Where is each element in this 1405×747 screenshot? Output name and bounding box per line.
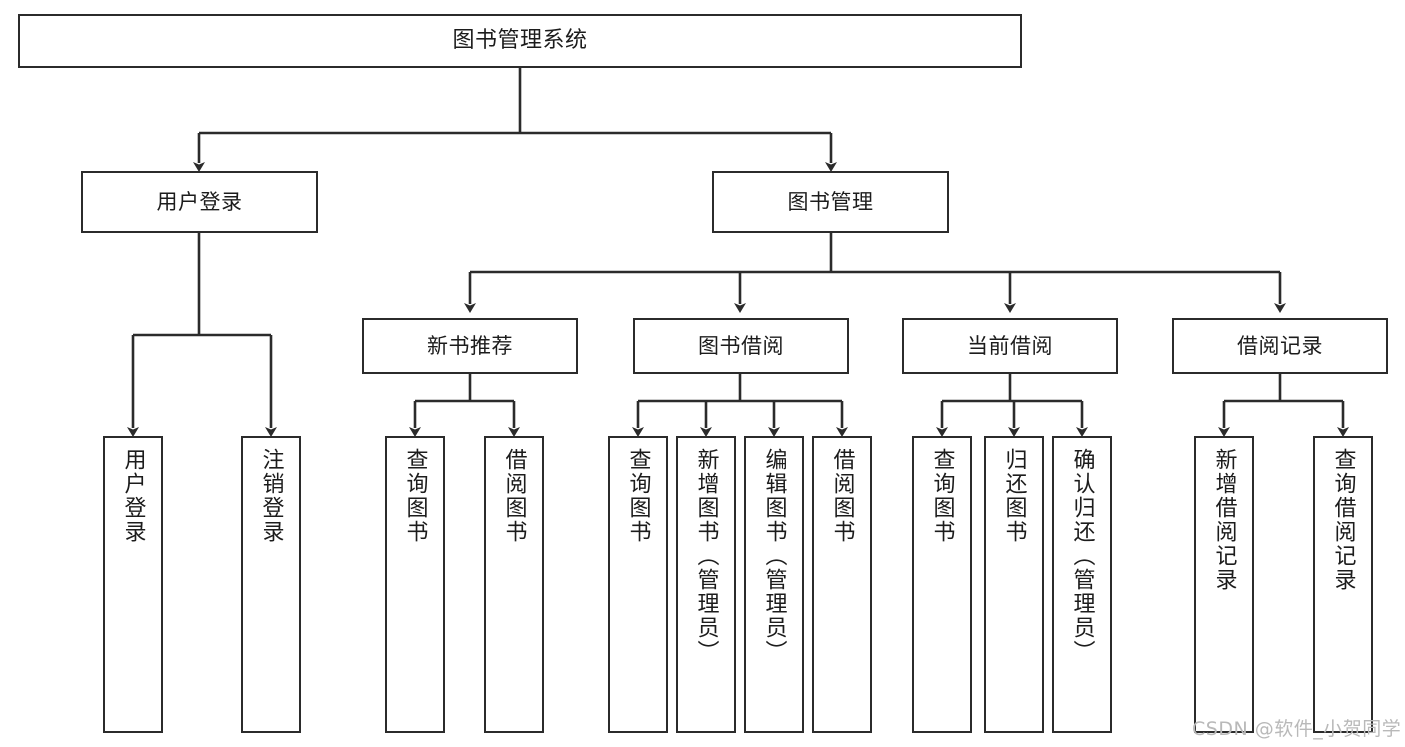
leaf-borrow-add-book[interactable]: 新增图书（管理员） bbox=[676, 436, 736, 733]
leaf-records-add-record[interactable]: 新增借阅记录 bbox=[1194, 436, 1254, 733]
leaf-records-query-record[interactable]: 查询借阅记录 bbox=[1313, 436, 1373, 733]
node-label: 用户登录 bbox=[120, 448, 146, 544]
node-label: 图书管理 bbox=[787, 189, 874, 214]
node-label: 用户登录 bbox=[156, 189, 243, 214]
leaf-current-query-book[interactable]: 查询图书 bbox=[912, 436, 972, 733]
leaf-user-login-login[interactable]: 用户登录 bbox=[103, 436, 163, 733]
leaf-user-login-logout[interactable]: 注销登录 bbox=[241, 436, 301, 733]
node-borrow-records[interactable]: 借阅记录 bbox=[1172, 318, 1388, 374]
node-root-system[interactable]: 图书管理系统 bbox=[18, 14, 1022, 68]
node-label: 新增图书（管理员） bbox=[693, 448, 719, 664]
node-label: 归还图书 bbox=[1001, 448, 1027, 544]
node-label: 查询图书 bbox=[402, 448, 428, 544]
leaf-new-book-borrow[interactable]: 借阅图书 bbox=[484, 436, 544, 733]
node-current-borrow[interactable]: 当前借阅 bbox=[902, 318, 1118, 374]
leaf-new-book-query[interactable]: 查询图书 bbox=[385, 436, 445, 733]
leaf-borrow-borrow-book[interactable]: 借阅图书 bbox=[812, 436, 872, 733]
csdn-watermark: CSDN @软件_小贺同学 bbox=[1192, 718, 1402, 740]
node-user-login[interactable]: 用户登录 bbox=[81, 171, 318, 233]
node-label: 查询借阅记录 bbox=[1330, 448, 1356, 592]
node-label: 当前借阅 bbox=[967, 333, 1053, 358]
node-book-management[interactable]: 图书管理 bbox=[712, 171, 949, 233]
leaf-borrow-query-book[interactable]: 查询图书 bbox=[608, 436, 668, 733]
leaf-current-return-book[interactable]: 归还图书 bbox=[984, 436, 1044, 733]
leaf-borrow-edit-book[interactable]: 编辑图书（管理员） bbox=[744, 436, 804, 733]
node-label: 借阅图书 bbox=[829, 448, 855, 544]
node-label: 新增借阅记录 bbox=[1211, 448, 1237, 592]
node-label: 注销登录 bbox=[258, 448, 284, 544]
node-new-book-recommend[interactable]: 新书推荐 bbox=[362, 318, 578, 374]
node-label: 借阅记录 bbox=[1237, 333, 1323, 358]
leaf-current-confirm-return[interactable]: 确认归还（管理员） bbox=[1052, 436, 1112, 733]
node-label: 编辑图书（管理员） bbox=[761, 448, 787, 664]
node-label: 查询图书 bbox=[929, 448, 955, 544]
node-label: 借阅图书 bbox=[501, 448, 527, 544]
node-label: 新书推荐 bbox=[427, 333, 513, 358]
node-label: 确认归还（管理员） bbox=[1069, 448, 1095, 664]
node-label: 查询图书 bbox=[625, 448, 651, 544]
node-label: 图书管理系统 bbox=[452, 28, 588, 54]
node-label: 图书借阅 bbox=[698, 333, 784, 358]
node-book-borrow[interactable]: 图书借阅 bbox=[633, 318, 849, 374]
